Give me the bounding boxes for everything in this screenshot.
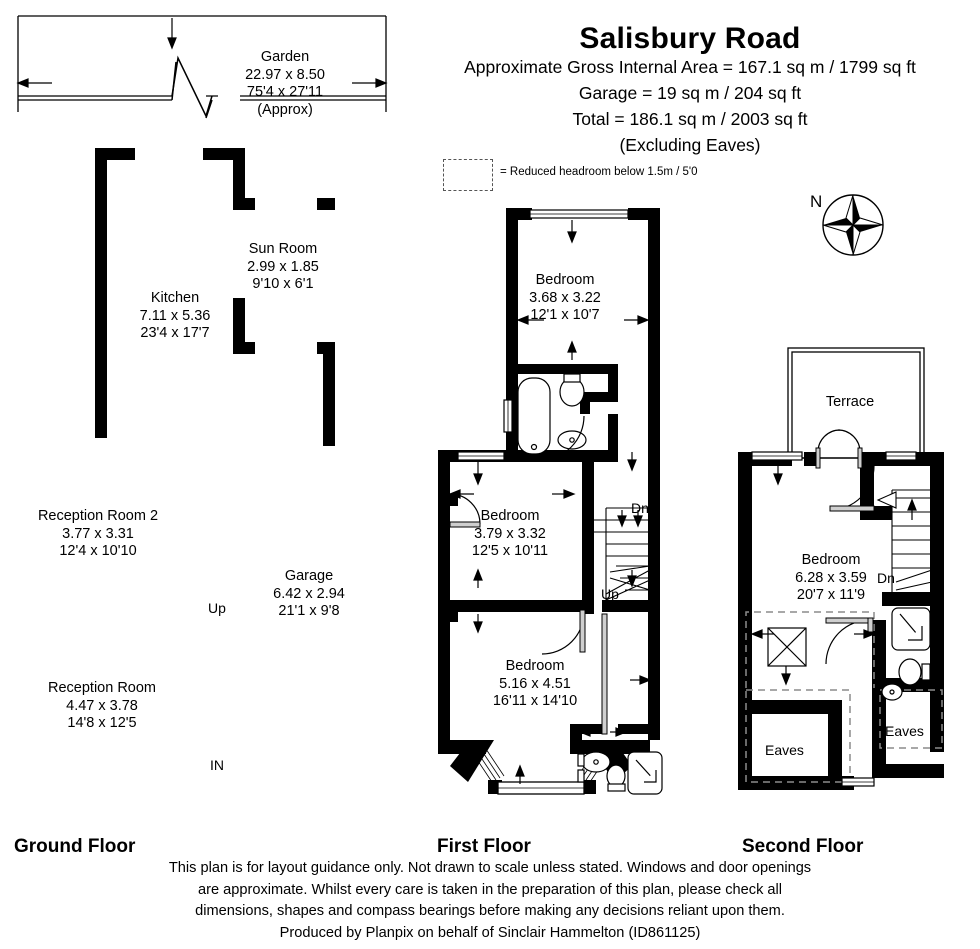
- page-title: Salisbury Road: [579, 22, 801, 55]
- kitchen-label-group: Kitchen 7.11 x 5.36 23'4 x 17'7: [105, 290, 245, 343]
- reduced-headroom-legend-swatch: [443, 159, 493, 191]
- first-bedroom-top-metric: 3.68 x 3.22: [529, 289, 601, 306]
- reception-room-2-name: Reception Room 2: [37, 508, 159, 524]
- reception-room-imperial: 14'8 x 12'5: [67, 715, 137, 731]
- first-bedroom-mid-metric: 3.79 x 3.32: [474, 525, 546, 542]
- second-bedroom-metric: 6.28 x 3.59: [795, 569, 867, 586]
- first-bedroom-top-imperial: 12'1 x 10'7: [530, 307, 600, 323]
- second-floor-plan: [720, 0, 980, 830]
- excluding-eaves-text: (Excluding Eaves): [619, 135, 761, 155]
- garden-name: Garden: [260, 49, 310, 65]
- gross-internal-area-text: Approximate Gross Internal Area = 167.1 …: [464, 57, 916, 77]
- reception-room-name: Reception Room: [48, 680, 156, 696]
- sun-room-label-group: Sun Room 2.99 x 1.85 9'10 x 6'1: [223, 241, 343, 294]
- second-bedroom-label-group: Bedroom 6.28 x 3.59 20'7 x 11'9: [768, 552, 894, 605]
- second-bedroom-imperial: 20'7 x 11'9: [796, 587, 866, 603]
- kitchen-name: Kitchen: [150, 290, 200, 306]
- kitchen-imperial: 23'4 x 17'7: [140, 325, 210, 341]
- compass-north-label: N: [810, 192, 823, 211]
- reception-room-2-imperial: 12'4 x 10'10: [59, 543, 137, 559]
- first-stair-down-label: Dn: [631, 500, 649, 516]
- producer-credit: Produced by Planpix on behalf of Sinclai…: [279, 924, 701, 941]
- sun-room-imperial: 9'10 x 6'1: [252, 276, 314, 292]
- reception-room-label-group: Reception Room 4.47 x 3.78 14'8 x 12'5: [28, 680, 176, 733]
- first-bedroom-bottom-name: Bedroom: [505, 658, 565, 674]
- sun-room-name: Sun Room: [248, 241, 318, 257]
- sun-room-metric: 2.99 x 1.85: [247, 258, 319, 275]
- first-floor-caption: First Floor: [437, 836, 531, 857]
- second-stair-down-label: Dn: [877, 570, 895, 586]
- first-bedroom-mid-imperial: 12'5 x 10'11: [471, 543, 549, 559]
- terrace-label: Terrace: [825, 394, 875, 410]
- disclaimer-line-3: dimensions, shapes and compass bearings …: [195, 903, 785, 919]
- ground-floor-caption: Ground Floor: [14, 836, 136, 857]
- second-bedroom-name: Bedroom: [801, 552, 861, 568]
- first-bedroom-bottom-imperial: 16'11 x 14'10: [492, 693, 578, 709]
- first-floor-plan: [420, 0, 710, 830]
- disclaimer-line-1: This plan is for layout guidance only. N…: [168, 860, 812, 876]
- second-eaves-left-label: Eaves: [765, 742, 804, 758]
- first-bedroom-top-name: Bedroom: [535, 272, 595, 288]
- first-bedroom-mid-label-group: Bedroom 3.79 x 3.32 12'5 x 10'11: [445, 508, 575, 561]
- total-area-text: Total = 186.1 sq m / 2003 sq ft: [572, 109, 808, 129]
- garage-area-text: Garage = 19 sq m / 204 sq ft: [578, 83, 802, 103]
- second-eaves-right-label: Eaves: [885, 723, 924, 739]
- reception-room-2-label-group: Reception Room 2 3.77 x 3.31 12'4 x 10'1…: [28, 508, 168, 561]
- disclaimer-line-2: are approximate. Whilst every care is ta…: [197, 881, 783, 898]
- garage-imperial: 21'1 x 9'8: [278, 603, 340, 619]
- reception-room-2-metric: 3.77 x 3.31: [62, 525, 134, 542]
- compass-rose-icon: [808, 190, 888, 262]
- garage-name: Garage: [284, 568, 334, 584]
- reception-room-metric: 4.47 x 3.78: [66, 697, 138, 714]
- garage-label-group: Garage 6.42 x 2.94 21'1 x 9'8: [246, 568, 372, 621]
- disclaimer-footer: This plan is for layout guidance only. N…: [0, 858, 980, 944]
- first-bedroom-bottom-metric: 5.16 x 4.51: [499, 675, 571, 692]
- kitchen-metric: 7.11 x 5.36: [139, 307, 211, 324]
- garage-metric: 6.42 x 2.94: [273, 585, 345, 602]
- garden-imperial: 75'4 x 27'11: [246, 84, 324, 100]
- garden-note: (Approx): [257, 101, 313, 118]
- first-bedroom-bottom-label-group: Bedroom 5.16 x 4.51 16'11 x 14'10: [460, 658, 610, 711]
- first-bedroom-mid-name: Bedroom: [480, 508, 540, 524]
- first-bedroom-top-label-group: Bedroom 3.68 x 3.22 12'1 x 10'7: [500, 272, 630, 325]
- garden-label-group: Garden 22.97 x 8.50 75'4 x 27'11 (Approx…: [200, 49, 370, 119]
- entrance-in-label: IN: [210, 757, 224, 773]
- second-floor-caption: Second Floor: [742, 836, 864, 857]
- first-stair-up-label: Up: [601, 586, 619, 602]
- ground-floor-plan: [0, 0, 400, 830]
- reduced-headroom-legend-label: = Reduced headroom below 1.5m / 5'0: [500, 166, 698, 178]
- ground-stair-up-label: Up: [208, 600, 226, 616]
- garden-metric: 22.97 x 8.50: [245, 66, 325, 83]
